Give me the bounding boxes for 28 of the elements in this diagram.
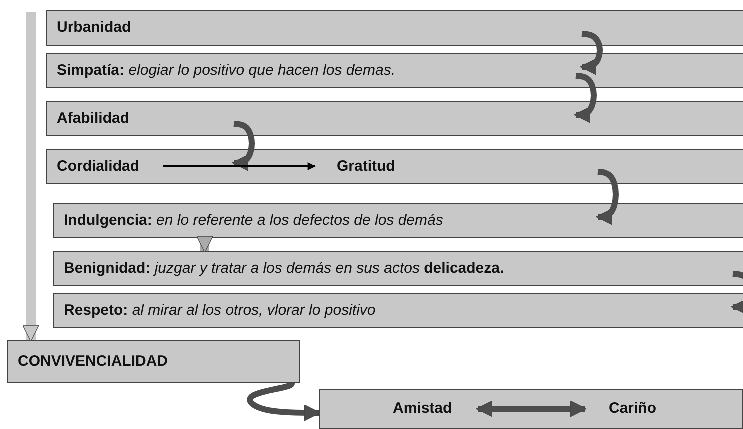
curved-arrow (731, 271, 743, 316)
term-label: Cariño (609, 400, 657, 418)
band (46, 10, 743, 46)
band-label: Benignidad: juzgar y tratar a los demás en sus actos delicadeza. (64, 260, 504, 278)
curved-arrow (574, 73, 597, 124)
band (7, 340, 300, 383)
term-label: Amistad (393, 400, 452, 418)
band (46, 53, 743, 88)
curved-arrow (247, 380, 321, 422)
band (53, 251, 743, 286)
band-label: Respeto: al mirar al los otros, vlorar lo positivo (64, 302, 376, 320)
band-label: Indulgencia: en lo referente a los defectos de los demás (64, 212, 444, 230)
band (53, 203, 743, 238)
band (46, 101, 743, 136)
band-label: CONVIVENCIALIDAD (18, 352, 168, 370)
arrow (22, 12, 40, 342)
term-label: Gratitud (337, 158, 396, 176)
band (53, 293, 743, 328)
band-label: Simpatía: elogiar lo positivo que hacen los demas. (57, 62, 396, 80)
band (46, 149, 743, 184)
band-label: Urbanidad (57, 19, 132, 37)
arrow (164, 162, 316, 170)
arrow (476, 400, 587, 418)
curved-arrow (580, 31, 603, 76)
band-label: Afabilidad (57, 110, 130, 128)
band (319, 389, 743, 429)
term-label: Cordialidad (57, 158, 140, 176)
arrow (196, 236, 214, 253)
